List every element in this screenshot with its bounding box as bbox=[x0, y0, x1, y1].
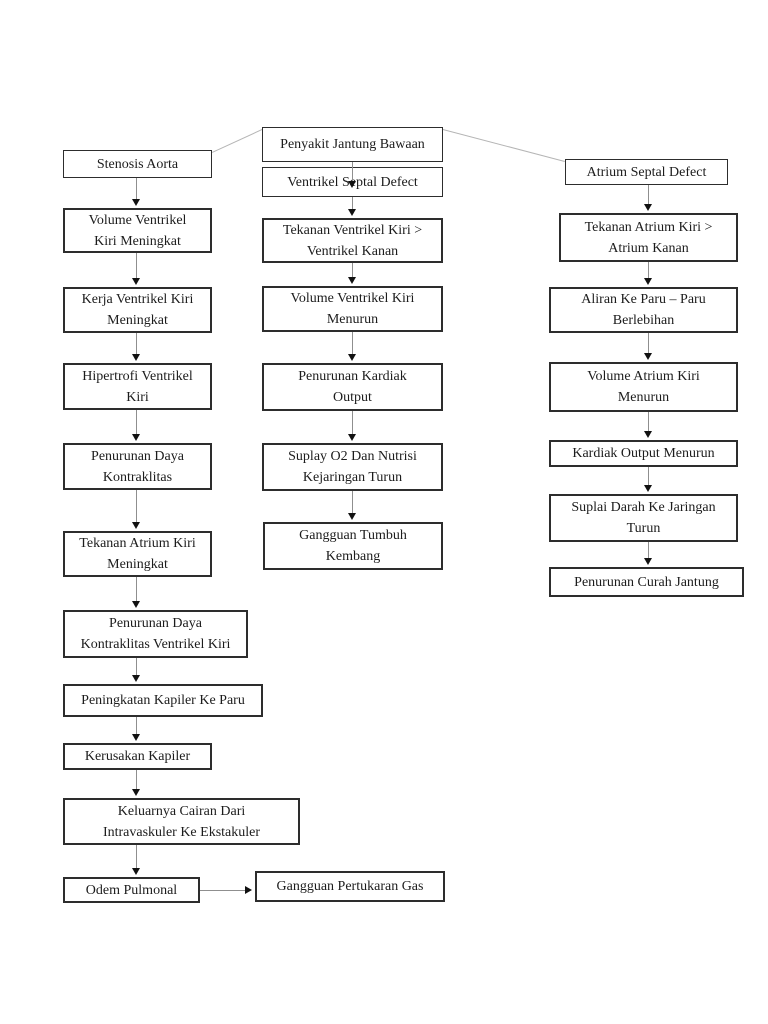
node-volume-ventrikel-kiri-meningkat: Volume Ventrikel Kiri Meningkat bbox=[63, 208, 212, 253]
arrow-down-icon bbox=[644, 542, 653, 565]
arrow-down-icon bbox=[348, 197, 357, 216]
node-kardiak-output-menurun: Kardiak Output Menurun bbox=[549, 440, 738, 467]
arrow-down-icon bbox=[644, 412, 653, 438]
node-hipertrofi-ventrikel-kiri: Hipertrofi Ventrikel Kiri bbox=[63, 363, 212, 410]
node-penurunan-curah-jantung: Penurunan Curah Jantung bbox=[549, 567, 744, 597]
arrow-down-icon bbox=[132, 410, 141, 441]
node-odem-pulmonal: Odem Pulmonal bbox=[63, 877, 200, 903]
arrow-right-icon bbox=[200, 886, 252, 895]
arrow-down-icon bbox=[132, 490, 141, 529]
node-suplai-darah-ke-jaringan-turun: Suplai Darah Ke Jaringan Turun bbox=[549, 494, 738, 542]
node-volume-atrium-kiri-menurun: Volume Atrium Kiri Menurun bbox=[549, 362, 738, 412]
node-volume-ventrikel-kiri-menurun: Volume Ventrikel Kiri Menurun bbox=[262, 286, 443, 332]
arrow-down-icon bbox=[348, 162, 357, 188]
arrow-down-icon bbox=[644, 333, 653, 360]
node-aliran-ke-paru-berlebihan: Aliran Ke Paru – Paru Berlebihan bbox=[549, 287, 738, 333]
arrow-down-icon bbox=[132, 253, 141, 285]
node-kerja-ventrikel-kiri-meningkat: Kerja Ventrikel Kiri Meningkat bbox=[63, 287, 212, 333]
node-gangguan-pertukaran-gas: Gangguan Pertukaran Gas bbox=[255, 871, 445, 902]
node-stenosis-aorta: Stenosis Aorta bbox=[63, 150, 212, 178]
arrow-down-icon bbox=[132, 770, 141, 796]
arrow-down-icon bbox=[348, 411, 357, 441]
node-tekanan-ventrikel-kiri-gt-kanan: Tekanan Ventrikel Kiri > Ventrikel Kanan bbox=[262, 218, 443, 263]
arrow-down-icon bbox=[348, 263, 357, 284]
diagonal-line-to-stenosis-aorta bbox=[212, 129, 263, 153]
arrow-down-icon bbox=[132, 845, 141, 875]
node-kerusakan-kapiler: Kerusakan Kapiler bbox=[63, 743, 212, 770]
arrow-down-icon bbox=[644, 467, 653, 492]
node-atrium-septal-defect: Atrium Septal Defect bbox=[565, 159, 728, 185]
arrow-down-icon bbox=[644, 185, 653, 211]
arrow-down-icon bbox=[348, 332, 357, 361]
node-gangguan-tumbuh-kembang: Gangguan Tumbuh Kembang bbox=[263, 522, 443, 570]
node-tekanan-atrium-kiri-gt-kanan: Tekanan Atrium Kiri > Atrium Kanan bbox=[559, 213, 738, 262]
arrow-down-icon bbox=[132, 658, 141, 682]
node-penyakit-jantung-bawaan: Penyakit Jantung Bawaan bbox=[262, 127, 443, 162]
arrow-down-icon bbox=[132, 333, 141, 361]
arrow-down-icon bbox=[132, 178, 141, 206]
node-penurunan-daya-kontraklitas: Penurunan Daya Kontraklitas bbox=[63, 443, 212, 490]
diagonal-line-to-atrium-septal-defect bbox=[442, 129, 565, 162]
arrow-down-icon bbox=[132, 577, 141, 608]
node-penurunan-daya-kontraklitas-ventrikel-kiri: Penurunan Daya Kontraklitas Ventrikel Ki… bbox=[63, 610, 248, 658]
arrow-down-icon bbox=[644, 262, 653, 285]
node-suplay-o2-dan-nutrisi: Suplay O2 Dan Nutrisi Kejaringan Turun bbox=[262, 443, 443, 491]
arrow-down-icon bbox=[348, 491, 357, 520]
node-tekanan-atrium-kiri-meningkat: Tekanan Atrium Kiri Meningkat bbox=[63, 531, 212, 577]
node-peningkatan-kapiler-ke-paru: Peningkatan Kapiler Ke Paru bbox=[63, 684, 263, 717]
node-keluarnya-cairan: Keluarnya Cairan Dari Intravaskuler Ke E… bbox=[63, 798, 300, 845]
arrow-down-icon bbox=[132, 717, 141, 741]
node-penurunan-kardiak-output: Penurunan Kardiak Output bbox=[262, 363, 443, 411]
